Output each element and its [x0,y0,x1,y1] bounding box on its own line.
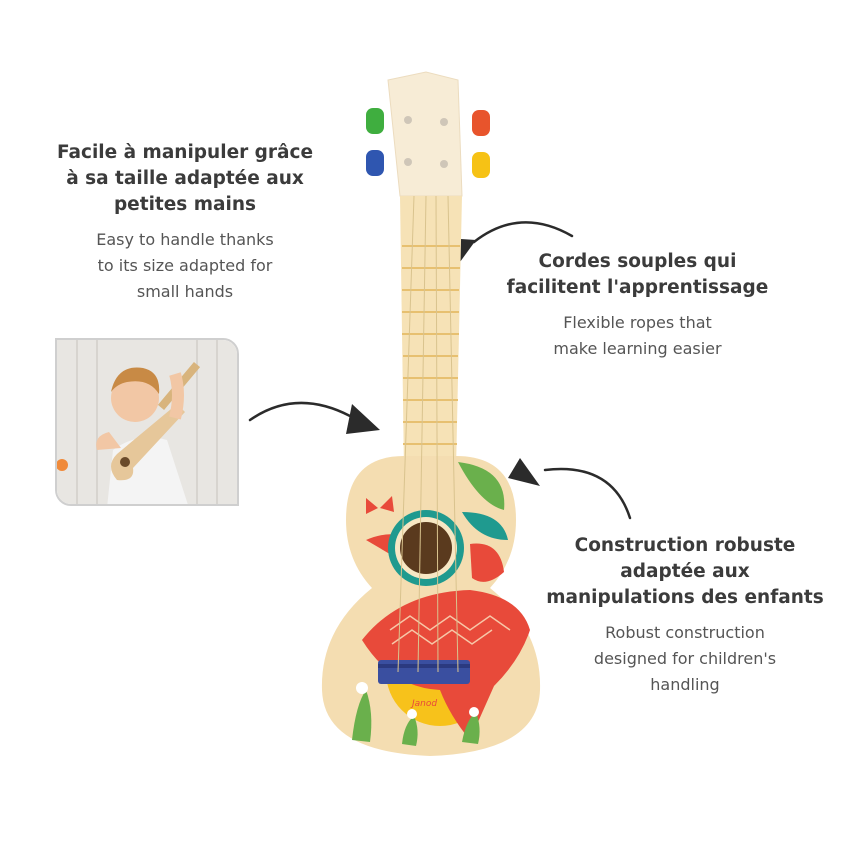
feature-construction-fr: Construction robuste adaptée aux manipul… [546,535,824,608]
brand-logo: Janod [410,699,437,709]
arrowhead-construction [508,458,540,486]
arrow-size [248,401,352,422]
feature-strings: Cordes souples qui facilitent l'apprenti… [500,249,775,362]
feature-size-fr: Facile à manipuler grâce à sa taille ada… [56,142,314,215]
arrowhead-size [346,404,380,434]
feature-construction: Construction robuste adaptée aux manipul… [545,533,825,698]
feature-construction-en: Robust construction designed for childre… [593,623,777,694]
arrow-strings [472,221,574,244]
arrow-construction [543,467,632,520]
feature-strings-en: Flexible ropes that make learning easier [553,313,722,358]
feature-size-en: Easy to handle thanks to its size adapte… [96,230,274,301]
feature-size: Facile à manipuler grâce à sa taille ada… [40,140,330,305]
child-playing-photo [55,338,239,506]
feature-strings-fr: Cordes souples qui facilitent l'apprenti… [506,251,769,298]
